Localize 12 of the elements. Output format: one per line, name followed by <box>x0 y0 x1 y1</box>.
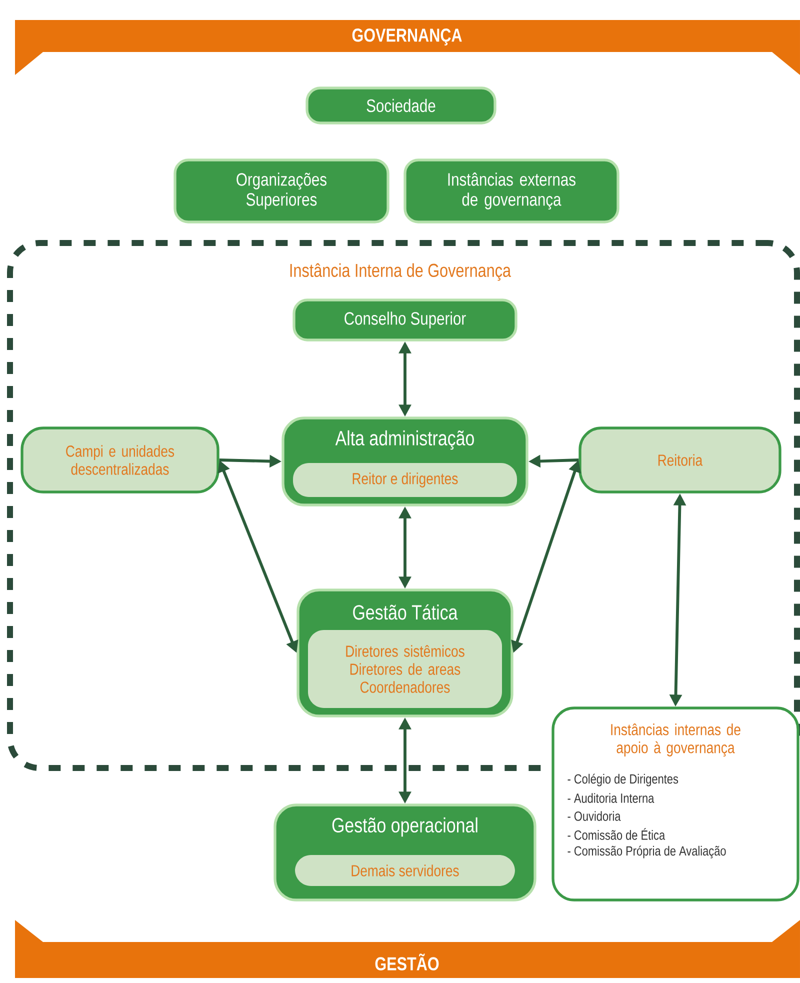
role-box: Reitor e dirigentes <box>293 463 517 497</box>
role-box: Diretores sistêmicos Diretores de areas Coordenadores <box>308 630 502 708</box>
process-box: Organizações Superiores <box>174 158 390 224</box>
list-box: Instâncias internas de apoio à governança - Colégio de Dirigentes - Auditoria Interna - Ouvidoria - Comissão de Ética - Comissão Própria de Avaliação <box>552 706 800 902</box>
process-box: Conselho Superior <box>292 298 518 342</box>
process-box: Instâncias externas de governança <box>404 158 620 224</box>
process-box: Sociedade <box>306 86 496 124</box>
process-box: Campi e unidades descentralizadas <box>20 426 220 494</box>
banner: GOVERNANÇA <box>15 20 800 75</box>
banner: GESTÃO <box>15 920 800 978</box>
process-box: Reitoria <box>578 426 782 494</box>
role-box: Demais servidores <box>295 855 515 886</box>
